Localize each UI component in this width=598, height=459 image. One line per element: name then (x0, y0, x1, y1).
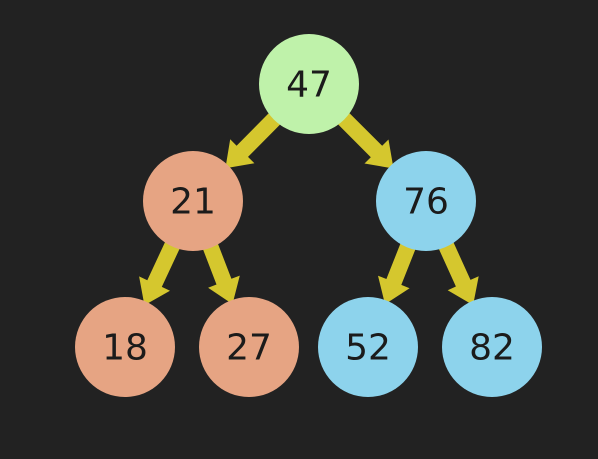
node-circle (318, 297, 418, 397)
node-circle (199, 297, 299, 397)
edge-arrow-47-to-76 (334, 109, 394, 169)
edge-arrow-76-to-82 (436, 237, 479, 306)
node-label: 82 (469, 328, 515, 369)
node-label: 21 (170, 182, 216, 223)
node-circle (442, 297, 542, 397)
tree-node-21: 21 (143, 151, 243, 251)
edge-arrow-76-to-52 (378, 238, 418, 305)
edges-layer (139, 109, 479, 306)
node-label: 18 (102, 328, 148, 369)
edge-arrow-21-to-18 (139, 237, 182, 306)
tree-node-27: 27 (199, 297, 299, 397)
tree-node-18: 18 (75, 297, 175, 397)
node-label: 47 (286, 65, 332, 106)
edge-arrow-47-to-21 (225, 109, 284, 169)
node-label: 76 (403, 182, 449, 223)
node-label: 27 (226, 328, 272, 369)
tree-node-76: 76 (376, 151, 476, 251)
tree-node-52: 52 (318, 297, 418, 397)
node-label: 52 (345, 328, 391, 369)
edge-arrow-21-to-27 (201, 239, 240, 305)
node-circle (259, 34, 359, 134)
node-circle (75, 297, 175, 397)
nodes-layer: 47 21 76 18 27 52 82 (75, 34, 542, 397)
node-circle (376, 151, 476, 251)
tree-node-82: 82 (442, 297, 542, 397)
tree-node-47: 47 (259, 34, 359, 134)
node-circle (143, 151, 243, 251)
